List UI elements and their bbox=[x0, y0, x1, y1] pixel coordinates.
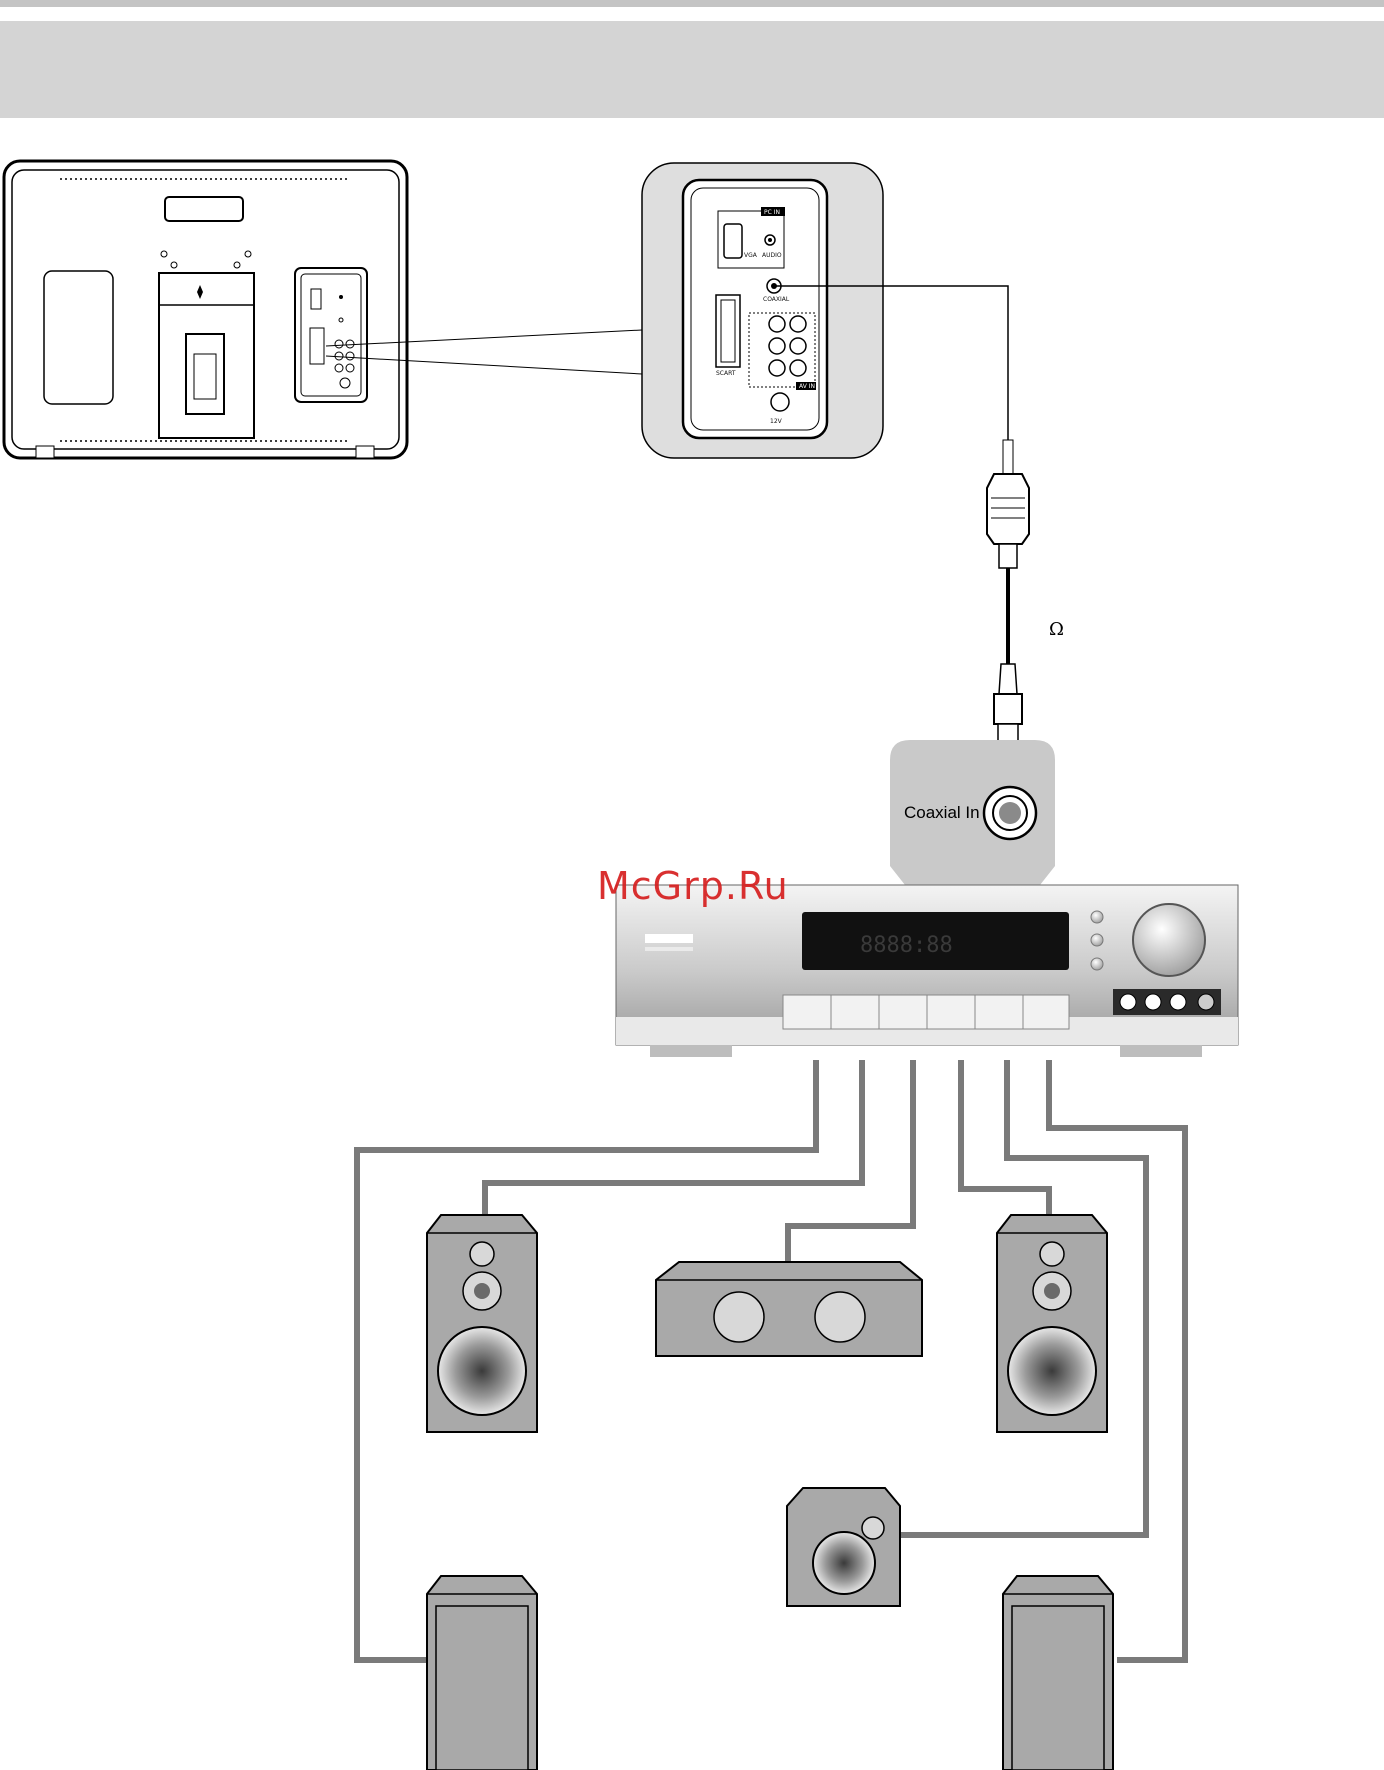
svg-text:SCART: SCART bbox=[716, 370, 736, 377]
svg-text:PC IN: PC IN bbox=[764, 209, 780, 216]
rear-left-speaker bbox=[427, 1576, 537, 1770]
svg-text:VGA: VGA bbox=[744, 252, 758, 259]
watermark: McGrp.Ru bbox=[597, 864, 789, 908]
subwoofer bbox=[787, 1488, 900, 1606]
front-left-speaker bbox=[427, 1215, 537, 1432]
av-receiver: 8888:88 bbox=[616, 885, 1238, 1057]
connector-panel-zoom: PC IN VGA AUDIO COAXIAL SCART AV IN 12V bbox=[642, 163, 883, 458]
svg-text:AV IN: AV IN bbox=[799, 383, 815, 390]
center-speaker bbox=[656, 1262, 922, 1356]
tv-back-panel bbox=[4, 161, 407, 458]
svg-text:AUDIO: AUDIO bbox=[762, 252, 782, 259]
rear-right-speaker bbox=[1003, 1576, 1113, 1770]
svg-text:COAXIAL: COAXIAL bbox=[763, 296, 790, 303]
ohm-symbol: Ω bbox=[1049, 619, 1064, 640]
svg-text:8888:88: 8888:88 bbox=[860, 933, 953, 958]
coaxial-in-label: Coaxial In bbox=[904, 803, 980, 823]
svg-text:12V: 12V bbox=[770, 418, 783, 425]
front-right-speaker bbox=[997, 1215, 1107, 1432]
